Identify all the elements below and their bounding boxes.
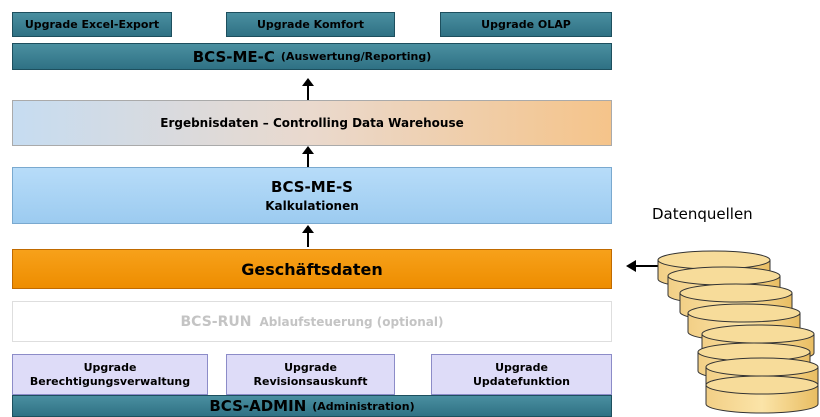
bcs-me-c-title: BCS-ME-C [192, 47, 275, 66]
bcs-admin-box: BCS-ADMIN (Administration) [12, 395, 612, 417]
bcs-run-box: BCS-RUN Ablaufsteuerung (optional) [12, 301, 612, 342]
upgrade-update-box: Upgrade Updatefunktion [431, 354, 612, 395]
bcs-run-subtitle: Ablaufsteuerung (optional) [259, 314, 444, 329]
upgrade-excel-export-box: Upgrade Excel-Export [12, 12, 172, 37]
upgrade-komfort-label: Upgrade Komfort [256, 18, 365, 31]
upgrade-update-line2: Updatefunktion [472, 374, 570, 388]
arrow-left [626, 260, 659, 272]
bcs-me-c-subtitle: (Auswertung/Reporting) [280, 50, 432, 63]
bcs-me-s-box: BCS-ME-S Kalkulationen [12, 167, 612, 224]
bcs-admin-subtitle: (Administration) [312, 399, 415, 413]
database-stack-icon [657, 250, 819, 414]
bcs-run-title: BCS-RUN [180, 313, 252, 330]
upgrade-olap-label: Upgrade OLAP [481, 18, 571, 31]
database-icon [705, 375, 819, 414]
upgrade-olap-box: Upgrade OLAP [440, 12, 612, 37]
business-data-label: Geschäftsdaten [241, 259, 383, 279]
arrow-up-2 [302, 146, 314, 168]
upgrade-berechtigung-line1: Upgrade [83, 360, 137, 374]
upgrade-komfort-box: Upgrade Komfort [226, 12, 395, 37]
bcs-admin-title: BCS-ADMIN [209, 397, 307, 415]
arrow-up-1 [302, 78, 314, 100]
upgrade-berechtigung-box: Upgrade Berechtigungsverwaltung [12, 354, 208, 395]
arrow-up-3 [302, 225, 314, 247]
business-data-box: Geschäftsdaten [12, 249, 612, 289]
bcs-me-c-box: BCS-ME-C (Auswertung/Reporting) [12, 43, 612, 70]
upgrade-excel-export-label: Upgrade Excel-Export [24, 18, 160, 31]
bcs-me-s-subtitle: Kalkulationen [265, 199, 359, 213]
bcs-me-s-title: BCS-ME-S [271, 178, 353, 196]
data-warehouse-label: Ergebnisdaten – Controlling Data Warehou… [160, 116, 464, 130]
upgrade-update-line1: Upgrade [495, 360, 548, 374]
data-sources-label: Datenquellen [652, 205, 753, 223]
upgrade-revision-line1: Upgrade [284, 360, 337, 374]
upgrade-berechtigung-line2: Berechtigungsverwaltung [29, 374, 191, 388]
upgrade-revision-line2: Revisionsauskunft [253, 374, 368, 388]
data-warehouse-box: Ergebnisdaten – Controlling Data Warehou… [12, 100, 612, 146]
upgrade-revision-box: Upgrade Revisionsauskunft [226, 354, 395, 395]
